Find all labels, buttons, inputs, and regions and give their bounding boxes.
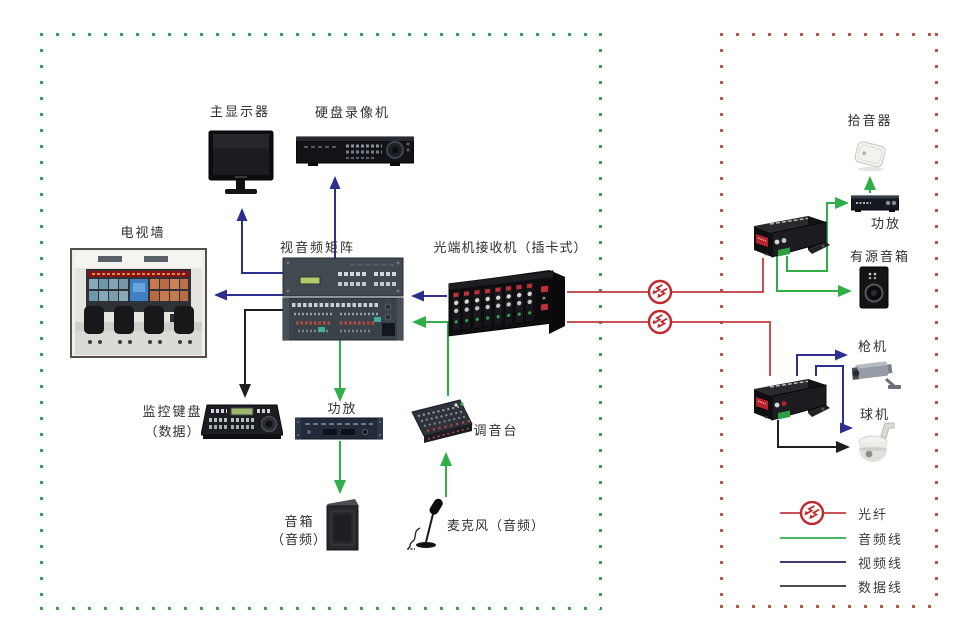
dome-camera-image xyxy=(855,420,897,468)
keyboard-label-line1: 监控键盘 xyxy=(142,404,203,419)
optical-receiver-label: 光端机接收机（插卡式） xyxy=(433,240,588,255)
amplifier-left-label: 功放 xyxy=(327,401,358,416)
matrix-label: 视音频矩阵 xyxy=(279,240,355,255)
active-speaker-image xyxy=(859,266,889,310)
main-monitor-label: 主显示器 xyxy=(209,104,270,119)
speaker-left-image xyxy=(323,496,361,552)
speaker-label-line2: （音频） xyxy=(270,532,327,547)
fiber-transceiver-audio-image xyxy=(744,210,832,262)
pickup-image xyxy=(849,135,893,175)
dvr-label: 硬盘录像机 xyxy=(314,105,390,120)
legend-fiber-label: 光纤 xyxy=(858,506,889,522)
pickup-label: 拾音器 xyxy=(847,113,893,128)
av-matrix-image xyxy=(282,257,404,341)
amplifier-left-image xyxy=(295,416,383,442)
microphone-image xyxy=(406,496,456,554)
keyboard-label-line2: （数据） xyxy=(144,424,201,439)
audio-line-swatch xyxy=(780,537,846,539)
legend-item-audio: 音频线 xyxy=(778,527,903,549)
fiber-symbol xyxy=(647,309,673,335)
dome-camera-label: 球机 xyxy=(859,407,890,422)
active-speaker-label: 有源音箱 xyxy=(849,249,910,264)
legend-item-fiber: 光纤 xyxy=(778,501,889,525)
fiber-line-swatch xyxy=(780,501,846,525)
data-line-swatch xyxy=(780,585,846,587)
legend-data-label: 数据线 xyxy=(858,579,904,595)
bullet-camera-label: 枪机 xyxy=(857,339,888,354)
legend-item-video: 视频线 xyxy=(778,551,903,573)
speaker-label-line1: 音箱 xyxy=(284,514,315,529)
mixer-label: 调音台 xyxy=(473,423,519,438)
tv-wall-image xyxy=(70,248,207,358)
fiber-transceiver-video-image xyxy=(744,373,832,425)
tv-wall-label: 电视墙 xyxy=(120,225,166,240)
legend-audio-label: 音频线 xyxy=(858,531,904,547)
mixer-image xyxy=(404,394,474,452)
microphone-label: 麦克风（音频） xyxy=(447,518,546,533)
legend-video-label: 视频线 xyxy=(858,555,904,571)
legend-item-data: 数据线 xyxy=(778,575,903,597)
main-monitor-image xyxy=(208,130,274,198)
keyboard-image xyxy=(201,401,283,443)
dvr-image xyxy=(296,134,414,170)
optical-receiver-image xyxy=(445,264,569,342)
fiber-symbol xyxy=(647,279,673,305)
bullet-camera-image xyxy=(852,355,904,395)
video-line-swatch xyxy=(780,561,846,563)
amplifier-right-label: 功放 xyxy=(870,216,901,231)
amplifier-right-image xyxy=(851,193,899,213)
